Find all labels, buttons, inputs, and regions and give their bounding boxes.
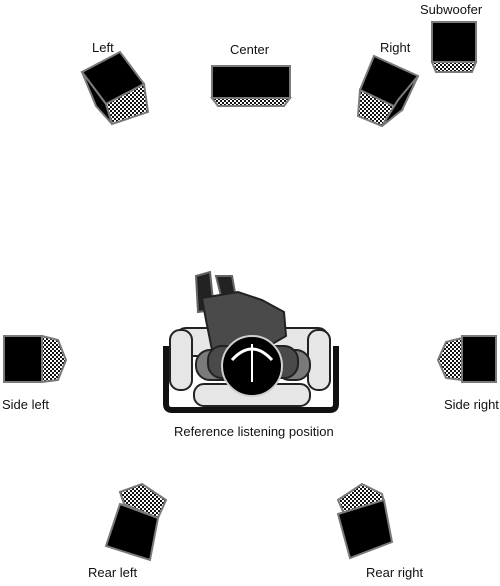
subwoofer-speaker — [430, 21, 478, 73]
rear-right-speaker — [336, 482, 394, 560]
left-speaker — [80, 50, 150, 126]
side-right-speaker — [436, 335, 497, 383]
subwoofer-label: Subwoofer — [420, 2, 483, 17]
center-speaker — [210, 65, 292, 107]
rear-left-label: Rear left — [88, 565, 138, 580]
side-left-label: Side left — [2, 397, 49, 412]
rear-right-label: Rear right — [366, 565, 424, 580]
right-label: Right — [380, 40, 411, 55]
side-right-label: Side right — [444, 397, 499, 412]
rear-left-speaker — [104, 482, 168, 562]
listening-position-label: Reference listening position — [174, 424, 334, 439]
left-label: Left — [92, 40, 114, 55]
side-left-speaker — [3, 334, 68, 384]
right-speaker — [356, 54, 420, 128]
listener-figure — [194, 270, 311, 397]
center-label: Center — [230, 42, 270, 57]
